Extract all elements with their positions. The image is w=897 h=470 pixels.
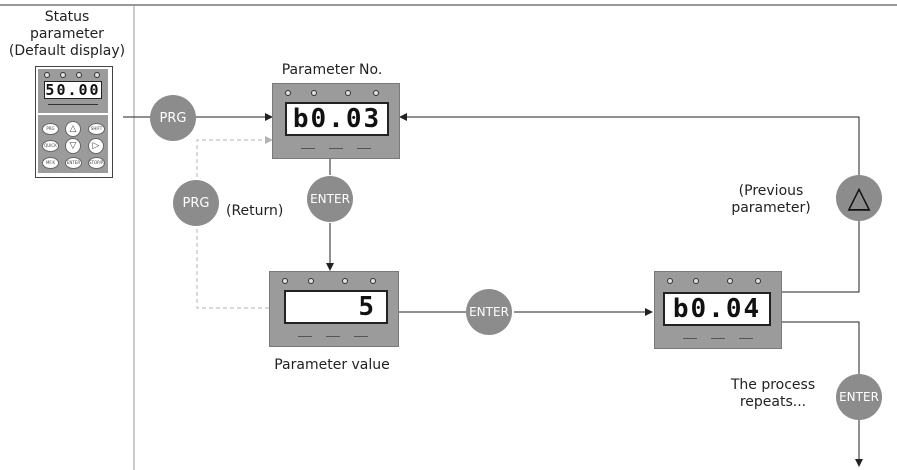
key-quick[interactable]: QUICK <box>42 140 59 152</box>
led-1 <box>285 90 291 96</box>
next-parameter-panel: b0.04 <box>654 271 782 349</box>
key-mfk[interactable]: MF.K <box>42 157 59 169</box>
keypad-led-4 <box>94 72 100 78</box>
indicator-3 <box>739 338 753 339</box>
up-triangle-icon: △ <box>847 180 871 215</box>
led-4 <box>370 278 376 284</box>
key-right[interactable]: ▷ <box>88 138 104 154</box>
repeat-path <box>771 321 860 374</box>
keypad-display: 50.00 <box>44 81 102 99</box>
key-stop[interactable]: STOP/RST <box>88 157 105 169</box>
prg-button[interactable]: PRG <box>150 95 196 141</box>
status-parameter-label: Status parameter (Default display) <box>8 9 126 59</box>
previous-path <box>771 221 860 293</box>
indicator-3 <box>354 336 368 337</box>
indicator-1 <box>301 148 315 149</box>
indicator-2 <box>326 336 340 337</box>
indicator-2 <box>711 338 725 339</box>
led-1 <box>282 278 288 284</box>
parameter-value-panel: 5 <box>269 271 399 347</box>
keypad-led-1 <box>44 72 50 78</box>
previous-return <box>399 113 860 175</box>
return-label: (Return) <box>226 203 284 219</box>
enter-button-2[interactable]: ENTER <box>466 289 512 335</box>
indicator-1 <box>683 338 697 339</box>
key-enter[interactable]: ENTER <box>65 157 82 169</box>
led-3 <box>342 278 348 284</box>
parameter-no-display: b0.03 <box>285 102 389 136</box>
key-shift[interactable]: SHIFT <box>88 123 105 135</box>
enter-button-3[interactable]: ENTER <box>836 374 882 420</box>
keypad-panel: 50.00 PRG △ SHIFT QUICK ▽ ▷ MF.K ENTER S… <box>35 66 113 178</box>
parameter-no-label: Parameter No. <box>281 62 383 78</box>
key-up[interactable]: △ <box>65 121 81 137</box>
led-2 <box>311 90 317 96</box>
indicator-2 <box>329 148 343 149</box>
indicator-1 <box>298 336 312 337</box>
led-1 <box>667 278 673 284</box>
parameter-value-label: Parameter value <box>274 357 390 373</box>
enter-button-1[interactable]: ENTER <box>307 176 353 222</box>
repeat-label: The process repeats... <box>730 377 816 410</box>
key-prg[interactable]: PRG <box>42 123 59 135</box>
led-3 <box>345 90 351 96</box>
previous-parameter-label: (Previous parameter) <box>731 183 811 216</box>
keypad-indicator-line <box>48 104 98 105</box>
led-2 <box>693 278 699 284</box>
up-button[interactable]: △ <box>836 175 882 221</box>
next-parameter-display: b0.04 <box>663 292 771 326</box>
led-4 <box>755 278 761 284</box>
led-3 <box>727 278 733 284</box>
keypad-led-3 <box>76 72 82 78</box>
parameter-no-panel: b0.03 <box>272 83 400 159</box>
key-down[interactable]: ▽ <box>65 138 81 154</box>
parameter-value-display: 5 <box>284 290 388 324</box>
prg-return-button[interactable]: PRG <box>173 180 219 226</box>
led-2 <box>308 278 314 284</box>
keypad-led-2 <box>60 72 66 78</box>
led-4 <box>373 90 379 96</box>
indicator-3 <box>357 148 371 149</box>
return-path <box>196 136 273 309</box>
